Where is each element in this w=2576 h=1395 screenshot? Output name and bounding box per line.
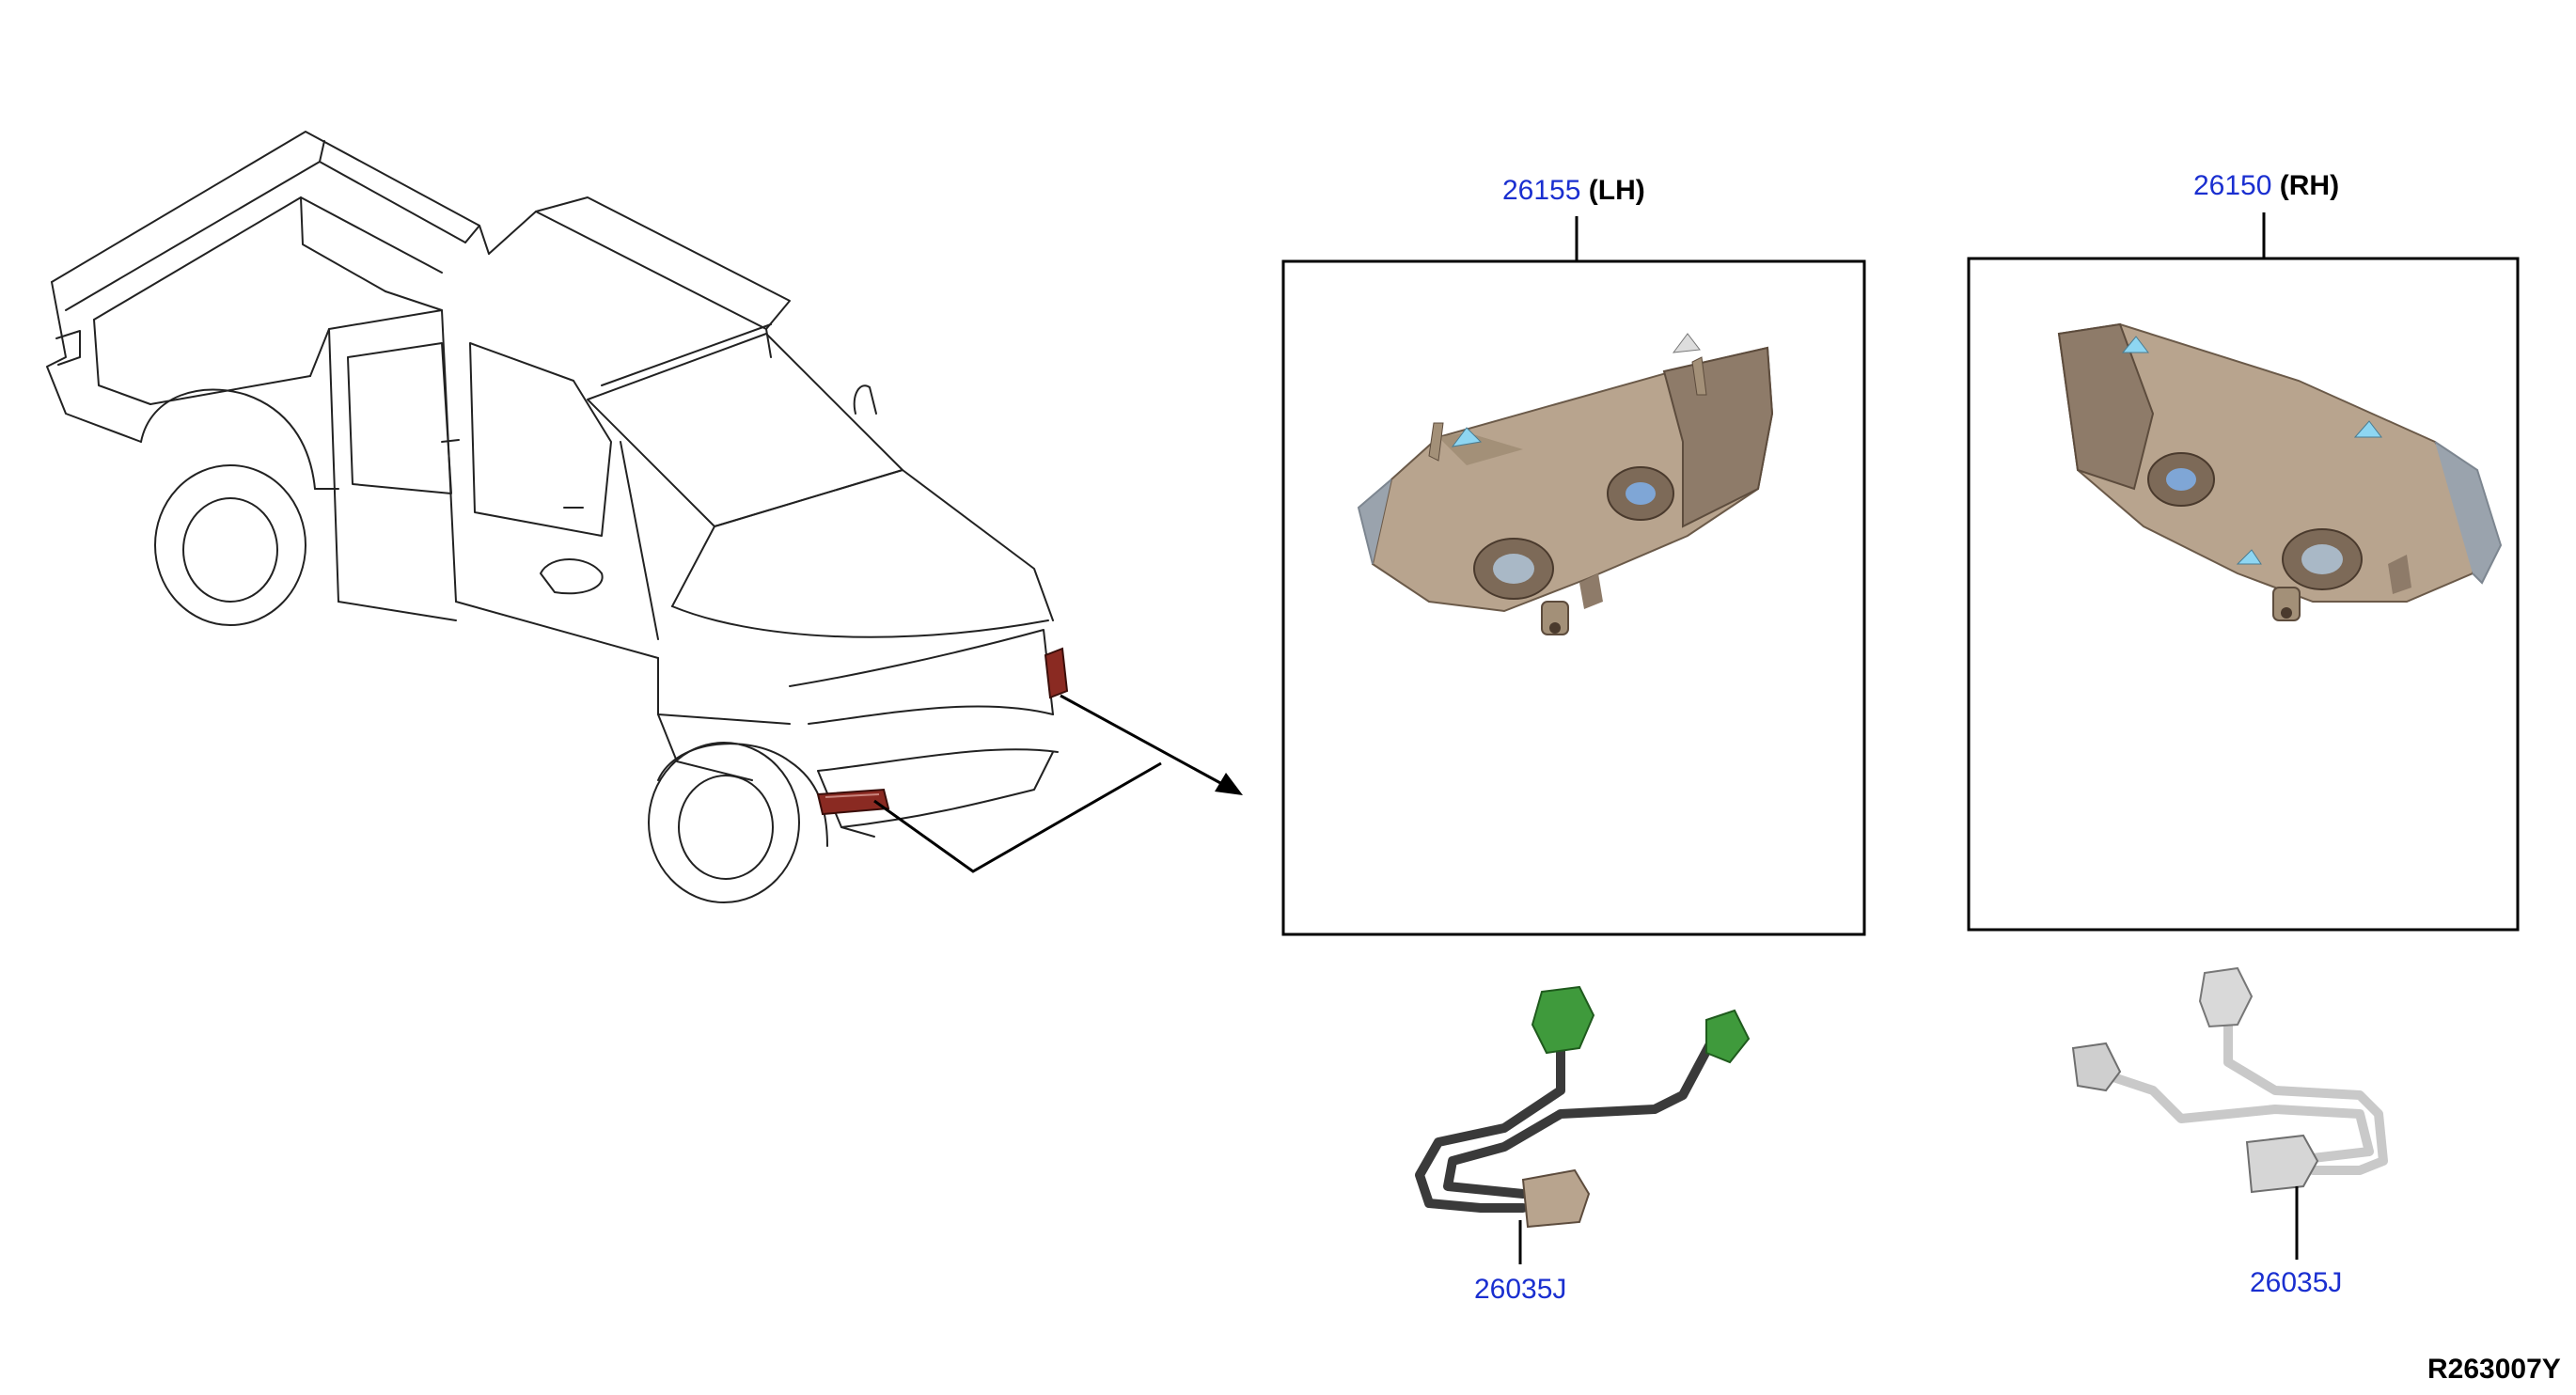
lh-callout: 26155 (LH) <box>1502 177 1645 205</box>
rh-fog-lamp-box <box>1967 257 2520 932</box>
leader-arrow-head <box>1215 773 1243 795</box>
lh-side-label: (LH) <box>1588 175 1645 206</box>
lh-part-number[interactable]: 26155 <box>1502 175 1581 206</box>
rh-harness <box>2071 966 2388 1194</box>
truck-fog-lamp-rh <box>1044 647 1069 699</box>
rh-side-label: (RH) <box>2279 170 2340 201</box>
rh-fog-lamp-assembly <box>2057 322 2503 621</box>
truck-illustration <box>46 131 1059 903</box>
lh-harness <box>1415 985 1751 1229</box>
leader-lines <box>873 694 1238 873</box>
rh-harness-callout: 26035J <box>2250 1269 2342 1297</box>
lh-harness-part-number[interactable]: 26035J <box>1474 1274 1567 1305</box>
rh-harness-part-number[interactable]: 26035J <box>2250 1267 2343 1298</box>
rh-part-number[interactable]: 26150 <box>2193 170 2272 201</box>
lh-harness-callout: 26035J <box>1474 1276 1566 1304</box>
truck-fog-lamp-lh <box>816 788 890 816</box>
lh-fog-lamp-assembly <box>1357 333 1774 635</box>
diagram-code: R263007Y <box>2427 1354 2561 1385</box>
lh-fog-lamp-box <box>1281 259 1866 936</box>
rh-callout: 26150 (RH) <box>2193 172 2339 200</box>
